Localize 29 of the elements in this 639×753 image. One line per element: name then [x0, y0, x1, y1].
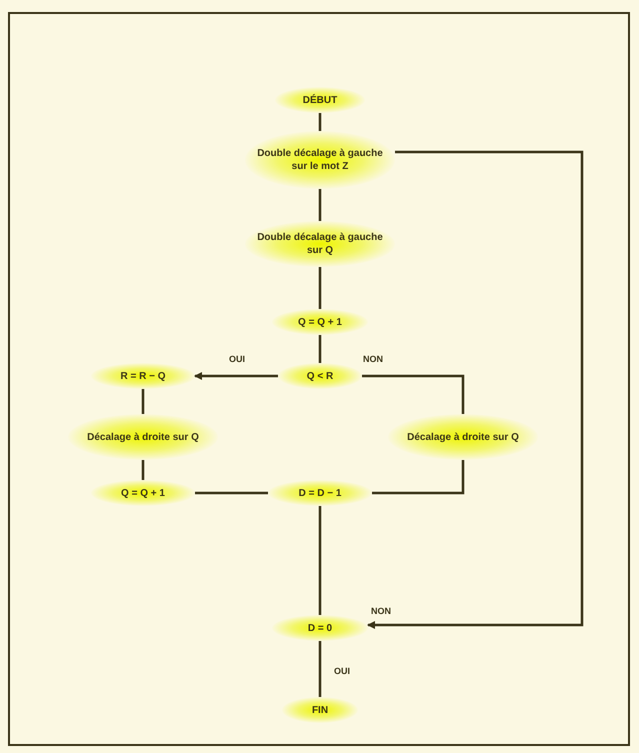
- connector-line: [195, 492, 268, 494]
- step-text: Double décalage à gauche sur le mot Z: [256, 147, 384, 173]
- edge-label: NON: [370, 607, 392, 617]
- connector-line: [318, 113, 322, 131]
- step-text: D = 0: [308, 622, 332, 634]
- connector-line: [318, 189, 322, 221]
- connector-line: [372, 460, 464, 494]
- step-text: DÉBUT: [302, 94, 338, 106]
- connector-line: [318, 335, 322, 363]
- step-text: Décalage à droite sur Q: [87, 430, 199, 444]
- connector-line: [362, 374, 464, 414]
- arrow: [194, 372, 278, 380]
- edge-label: OUI: [333, 667, 352, 677]
- step-text: FIN: [312, 704, 328, 716]
- edge-label: NON: [362, 355, 384, 365]
- connector-line: [142, 460, 144, 480]
- connector-line: [318, 267, 322, 309]
- step-text: Q < R: [306, 370, 334, 382]
- step-text: R = R − Q: [120, 370, 166, 382]
- arrow: [367, 150, 584, 629]
- connector-line: [318, 506, 322, 615]
- edge-label: OUI: [228, 355, 246, 365]
- step-text: Q = Q + 1: [298, 316, 342, 328]
- connector-line: [142, 389, 144, 414]
- step-text: Q = Q + 1: [121, 486, 165, 500]
- step-text: D = D − 1: [298, 486, 342, 500]
- connector-line: [318, 641, 322, 697]
- step-text: Double décalage à gauche sur Q: [256, 231, 384, 257]
- step-text: Décalage à droite sur Q: [407, 430, 519, 444]
